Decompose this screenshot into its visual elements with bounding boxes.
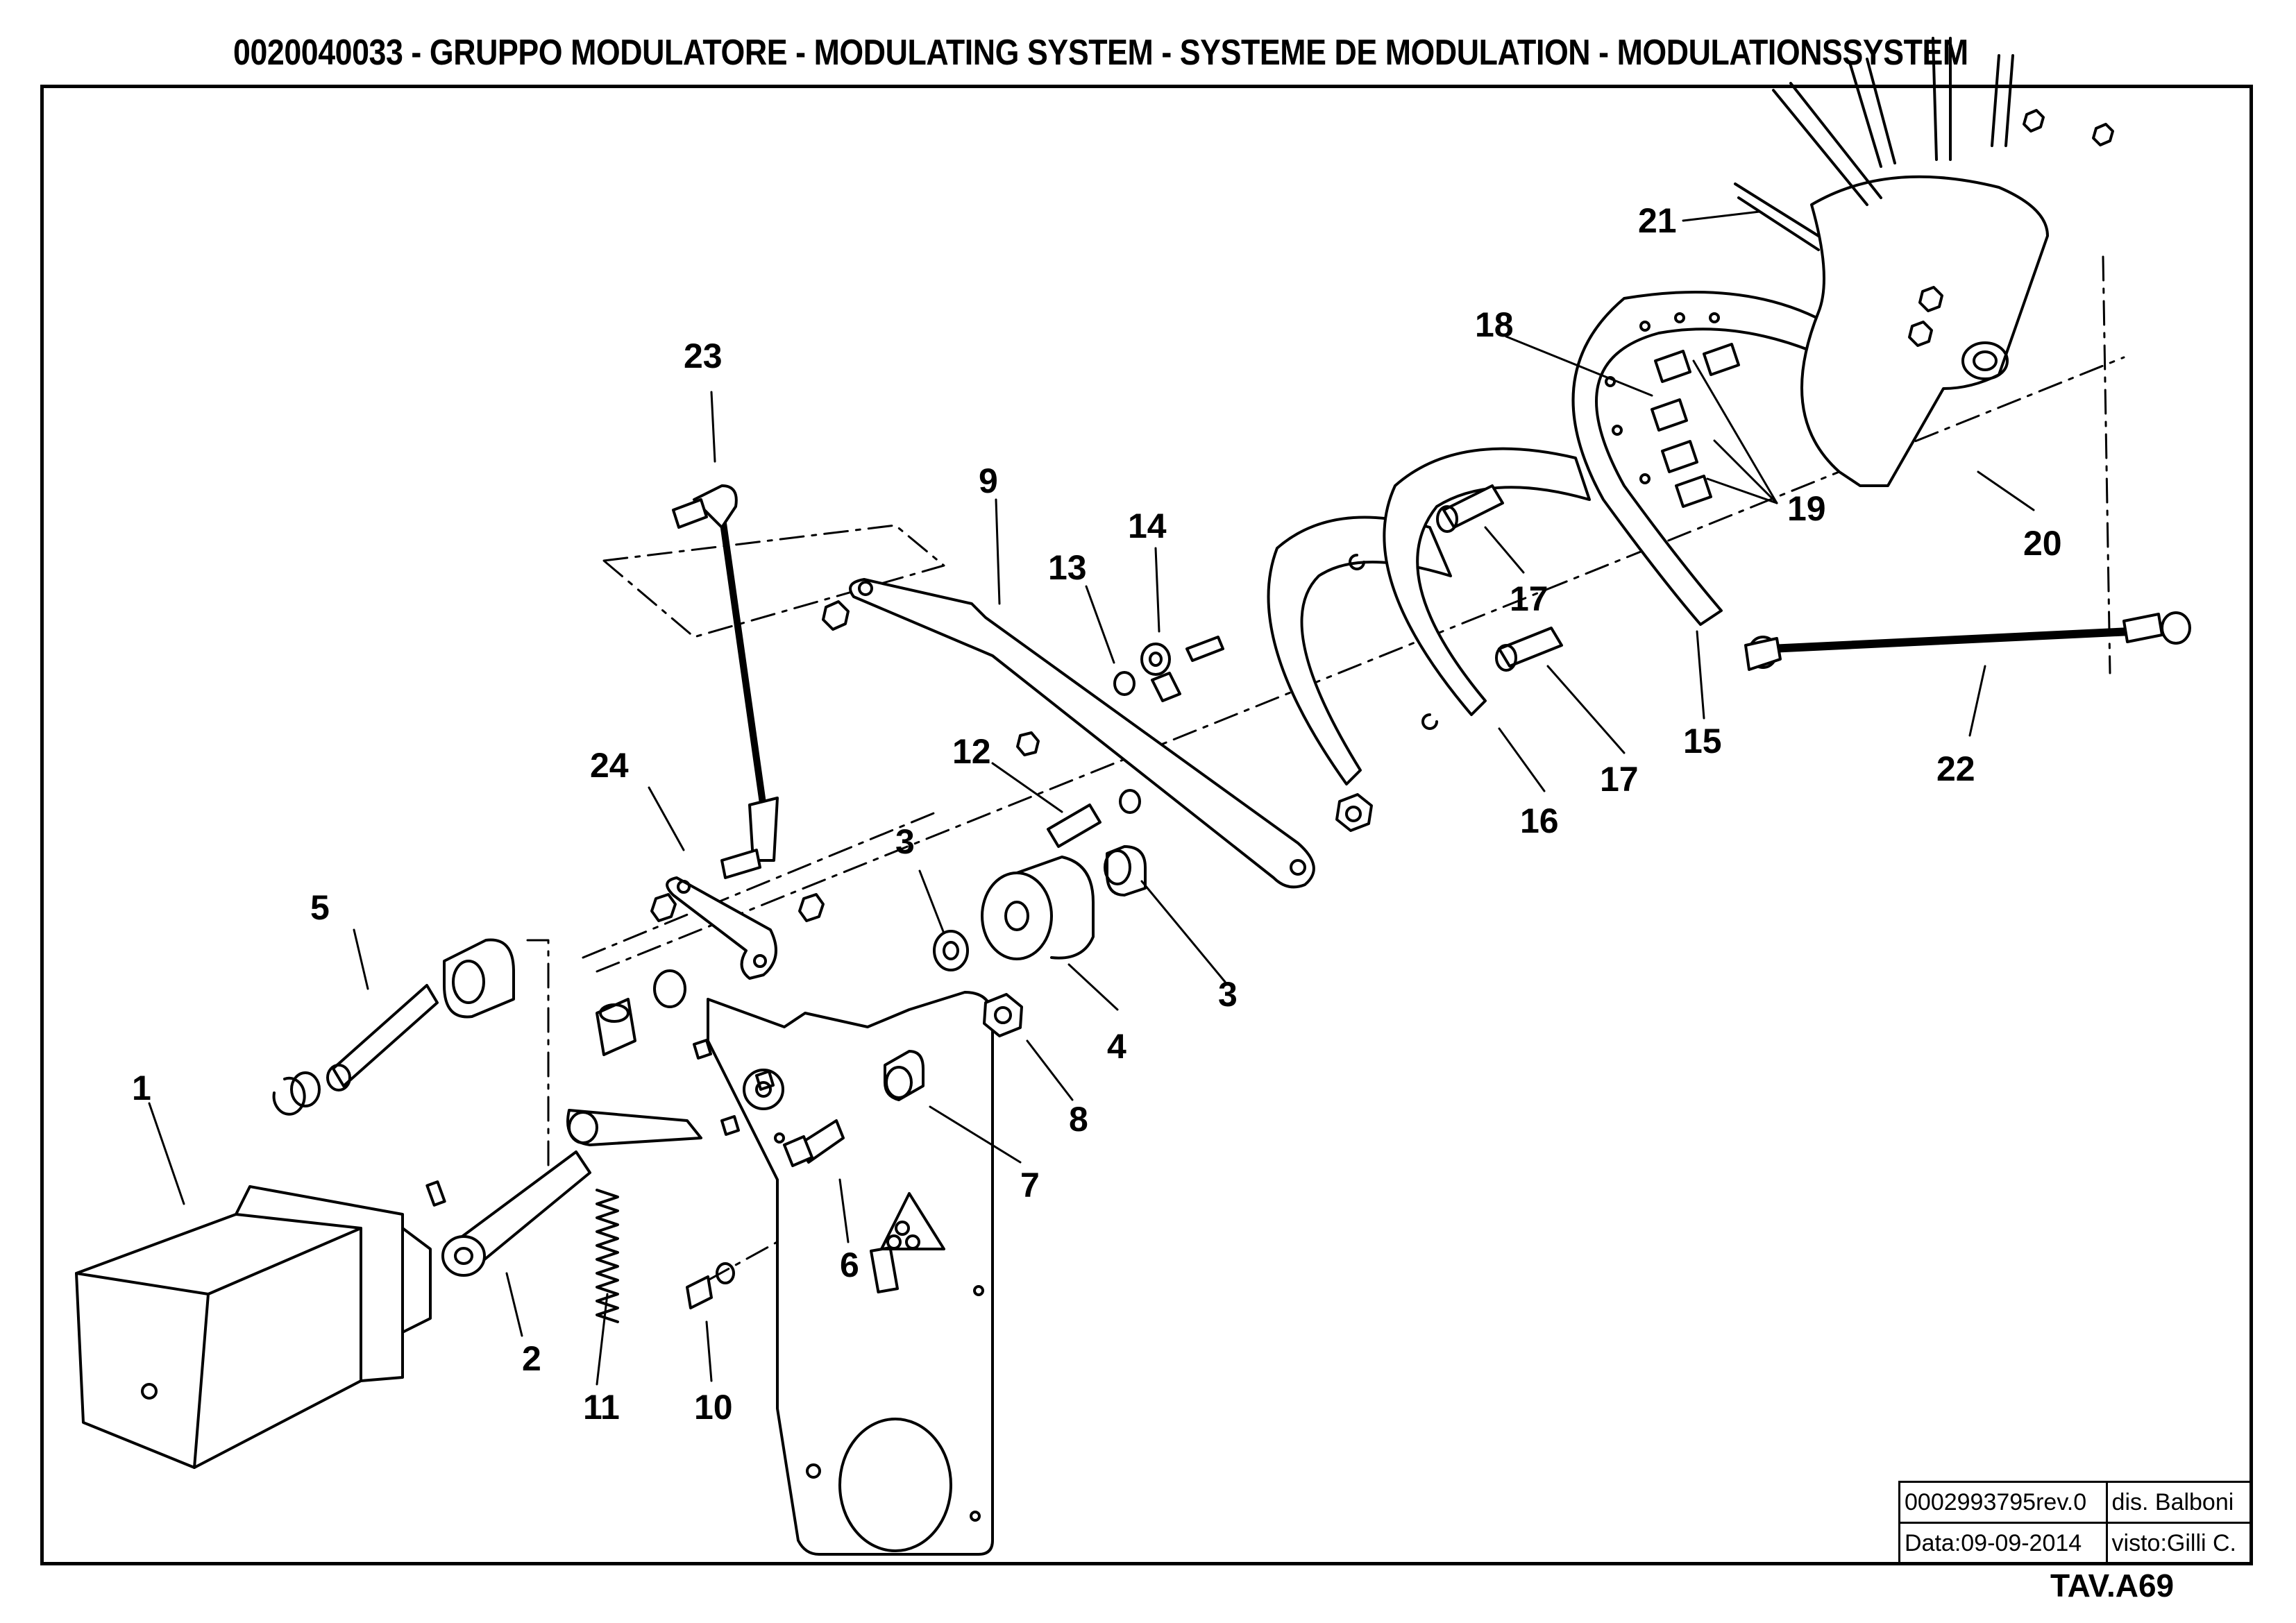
small-screws [693, 1039, 775, 1136]
rod-part-23 [672, 484, 779, 879]
callout-7: 7 [1020, 1166, 1040, 1205]
callout-labels: 1 2 3 3 4 5 6 7 8 9 10 11 12 13 14 15 16… [132, 201, 2062, 1427]
callout-22: 22 [1936, 749, 1975, 788]
bushing-part-3 [933, 845, 1147, 971]
cam-rail-part-15 [1571, 291, 1834, 626]
callout-18: 18 [1475, 305, 1514, 344]
nipple-part-10 [686, 1262, 735, 1309]
callout-10: 10 [694, 1388, 733, 1427]
bolt-part-6 [783, 1119, 845, 1167]
drawing-code: 0002993795rev.0 [1898, 1481, 2108, 1524]
callout-12: 12 [952, 732, 991, 771]
lever-arm [566, 1109, 702, 1146]
servo-motor-part-1 [75, 1185, 432, 1469]
adjusting-pin-part-17 [1436, 484, 1563, 672]
linkage-rod-part-22 [1744, 611, 2191, 671]
callout-9: 9 [979, 461, 998, 500]
callout-3b: 3 [1218, 975, 1238, 1014]
drawing-title: 0020040033 - GRUPPO MODULATORE - MODULAT… [233, 33, 1968, 73]
slider-parts-18-19 [1651, 343, 1740, 508]
callout-16: 16 [1520, 801, 1559, 840]
bushing-parts [443, 938, 686, 1056]
title-block: 0002993795rev.0 dis. Balboni Data:09-09-… [1898, 1481, 2254, 1565]
nut-part-7 [884, 1050, 925, 1101]
hex-nut-part-8 [983, 993, 1023, 1037]
screws-part-21 [1734, 37, 2114, 251]
shaft-part-2 [425, 1150, 591, 1277]
lever-bar-part-9 [822, 578, 1373, 889]
stud-part-12 [1047, 789, 1141, 848]
hub-part-4 [981, 856, 1095, 960]
callout-3a: 3 [895, 822, 915, 861]
leader-arrows [148, 210, 2035, 1386]
drawing-frame [40, 85, 2253, 1565]
spring-part-11 [596, 1189, 619, 1323]
roller-parts-13-14 [1113, 636, 1224, 702]
drawn-by: dis. Balboni [2105, 1481, 2254, 1524]
callout-19: 19 [1787, 489, 1826, 528]
callout-11: 11 [583, 1388, 620, 1427]
callout-21: 21 [1638, 201, 1677, 240]
drawing-date: Data:09-09-2014 [1898, 1522, 2108, 1565]
callout-13: 13 [1048, 548, 1087, 587]
callout-5: 5 [310, 888, 330, 927]
checked-by: visto:Gilli C. [2105, 1522, 2254, 1565]
lever-link-part-24 [650, 876, 825, 980]
callout-20: 20 [2023, 524, 2062, 563]
callout-4: 4 [1107, 1027, 1126, 1066]
callout-1: 1 [132, 1069, 151, 1107]
callout-17b: 17 [1600, 760, 1639, 799]
cam-band-part-16 [1267, 447, 1591, 785]
callout-17a: 17 [1510, 579, 1548, 618]
callout-23: 23 [684, 337, 723, 375]
callout-2: 2 [522, 1339, 541, 1378]
main-bracket-plate [707, 991, 994, 1556]
sheet-number: TAV.A69 [2050, 1567, 2175, 1604]
callout-24: 24 [590, 746, 629, 785]
callout-6: 6 [840, 1246, 859, 1284]
callout-15: 15 [1683, 722, 1722, 760]
callout-8: 8 [1069, 1100, 1088, 1139]
pin-part-5 [272, 984, 439, 1116]
callout-14: 14 [1128, 507, 1167, 545]
cam-plate-part-20 [1800, 175, 2049, 487]
